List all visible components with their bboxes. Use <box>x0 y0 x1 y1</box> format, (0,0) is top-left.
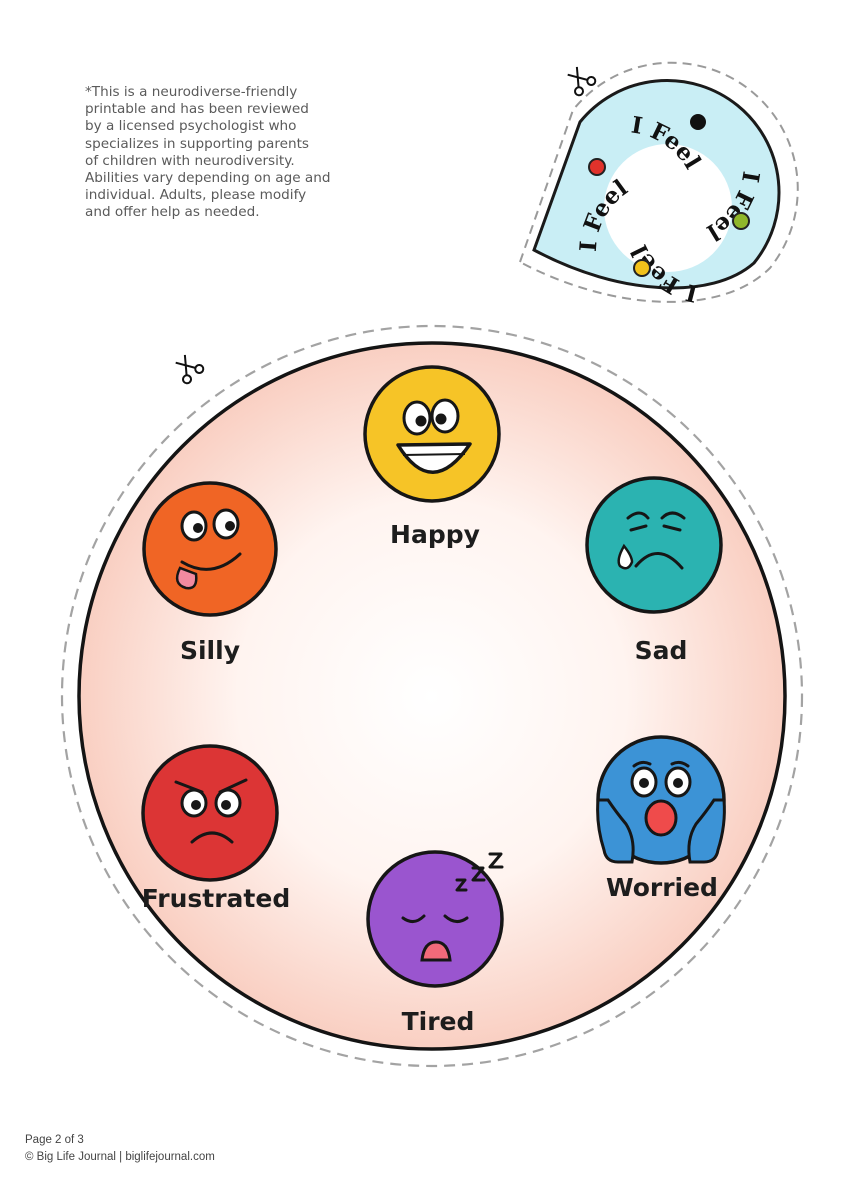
note-line: and offer help as needed. <box>85 204 260 221</box>
note-line: by a licensed psychologist who <box>85 118 297 135</box>
emotion-happy: Happy <box>363 365 501 549</box>
scissors-icon <box>567 66 597 97</box>
emotion-tired: Tired <box>366 850 504 1036</box>
emotion-sad: Sad <box>585 476 723 665</box>
emotion-label-worried: Worried <box>606 873 718 902</box>
tired-face-icon <box>366 850 504 988</box>
happy-face-icon <box>363 365 501 503</box>
emotion-label-happy: Happy <box>390 520 480 549</box>
pointer-dot-yellow <box>633 259 651 277</box>
pointer-dot-green <box>732 212 750 230</box>
page-number: Page 2 of 3 <box>25 1134 84 1146</box>
note-line: *This is a neurodiverse-friendly <box>85 84 298 100</box>
silly-face-icon <box>142 481 278 617</box>
emotion-label-frustrated: Frustrated <box>142 884 290 913</box>
emotion-label-tired: Tired <box>402 1007 475 1036</box>
worried-face-icon <box>596 735 726 865</box>
scissors-icon <box>175 354 205 385</box>
note-line: individual. Adults, please modify <box>85 187 307 204</box>
pointer-dot-black <box>690 114 706 130</box>
emotion-label-sad: Sad <box>635 636 688 665</box>
wheel-cut-line <box>60 324 804 1068</box>
emotion-frustrated: Frustrated <box>141 744 290 913</box>
disclaimer-note: *This is a neurodiverse-friendly printab… <box>85 84 365 222</box>
sad-face-icon <box>585 476 723 614</box>
frustrated-face-icon <box>141 744 279 882</box>
emotion-label-silly: Silly <box>180 636 240 665</box>
emotion-worried: Worried <box>596 735 726 902</box>
note-line: specializes in supporting parents <box>85 135 309 152</box>
page-footer: Page 2 of 3 © Big Life Journal | biglife… <box>25 1132 215 1166</box>
pointer-dot-red <box>588 158 606 176</box>
note-line: Abilities vary depending on age and <box>85 170 331 187</box>
note-line: of children with neurodiversity. <box>85 152 295 169</box>
copyright: © Big Life Journal | biglifejournal.com <box>25 1151 215 1163</box>
emotion-silly: Silly <box>142 481 278 665</box>
pointer-center <box>604 144 732 272</box>
pointer-cutout <box>518 61 799 303</box>
note-line: printable and has been reviewed <box>85 101 309 118</box>
